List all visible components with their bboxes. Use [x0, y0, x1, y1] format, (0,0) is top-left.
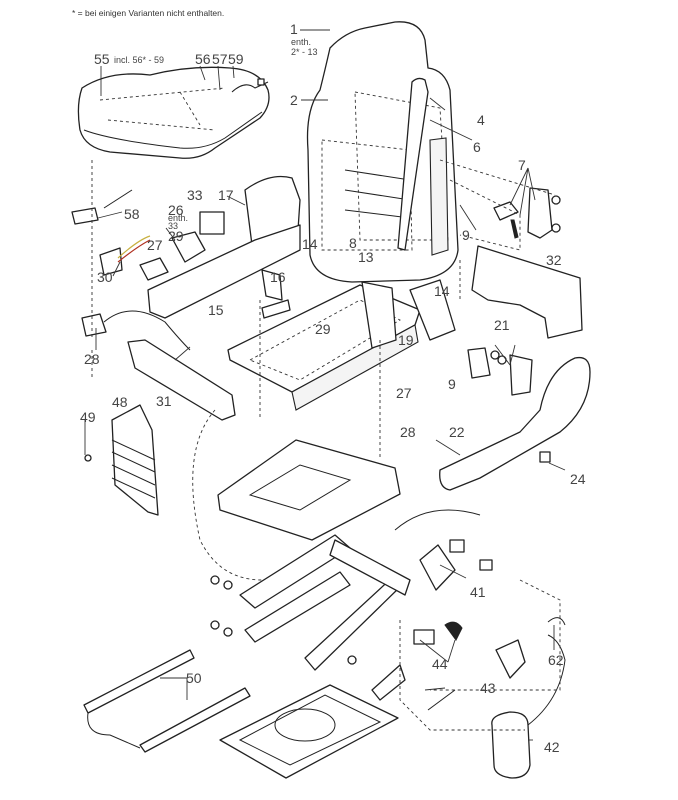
label-28-right: 28 [400, 424, 416, 440]
compressor-part [491, 617, 566, 779]
variant-footnote: * = bei einigen Varianten nicht enthalte… [72, 8, 225, 18]
label-9-upper: 9 [462, 227, 470, 243]
label-27-lower: 27 [396, 385, 412, 401]
label-27-upper: 27 [147, 237, 163, 253]
label-24: 24 [570, 471, 586, 487]
label-41: 41 [470, 584, 486, 600]
label-7: 7 [518, 157, 526, 173]
label-33: 33 [187, 187, 203, 203]
label-29-lower: 29 [315, 321, 331, 337]
scissor-mechanism-part [210, 534, 411, 671]
label-1-note-line1: enth. [291, 37, 312, 47]
label-26: 26 [168, 202, 184, 218]
recliner-mechanism-part [439, 159, 561, 251]
seat-cushion-part [77, 66, 270, 159]
label-55-note: incl. 56* - 59 [114, 55, 165, 65]
shock-absorber-part [394, 509, 493, 591]
label-59: 59 [228, 51, 244, 67]
label-26-note-line1: enth. [168, 213, 189, 223]
label-15: 15 [208, 302, 224, 318]
right-panel-part [471, 245, 583, 339]
label-30: 30 [97, 269, 113, 285]
label-2: 2 [290, 92, 298, 108]
label-56: 56 [195, 51, 211, 67]
hinge-part [467, 347, 533, 396]
seat-frame-part [227, 269, 456, 411]
label-49: 49 [80, 409, 96, 425]
left-console-part [71, 189, 301, 351]
label-6: 6 [473, 139, 481, 155]
label-4: 4 [477, 112, 485, 128]
label-16: 16 [270, 269, 286, 285]
label-48: 48 [112, 394, 128, 410]
label-1: 1 [290, 21, 298, 37]
label-50: 50 [186, 670, 202, 686]
label-14-right: 14 [434, 283, 450, 299]
label-19: 19 [398, 332, 414, 348]
upper-plate-part [192, 409, 401, 581]
base-plate-part [219, 684, 399, 779]
label-31: 31 [156, 393, 172, 409]
label-9-lower: 9 [448, 376, 456, 392]
label-21: 21 [494, 317, 510, 333]
label-29-upper: 29 [168, 228, 184, 244]
label-8: 8 [349, 235, 357, 251]
label-32: 32 [546, 252, 562, 268]
bellows-part [84, 404, 159, 516]
right-cover-part [439, 356, 591, 491]
label-26-note-line2: 33 [168, 221, 179, 231]
leader-lines [84, 29, 566, 741]
label-17: 17 [218, 187, 234, 203]
label-58: 58 [124, 206, 140, 222]
label-1-note-line2: 2* - 13 [291, 47, 318, 57]
label-42: 42 [544, 739, 560, 755]
label-22: 22 [449, 424, 465, 440]
rails-part [83, 649, 251, 753]
label-44: 44 [432, 656, 448, 672]
label-43: 43 [480, 680, 496, 696]
label-57: 57 [212, 51, 228, 67]
label-13: 13 [358, 249, 374, 265]
front-cover-part [127, 339, 236, 421]
backrest-part [306, 21, 459, 283]
label-55: 55 [94, 51, 110, 67]
valve-part [371, 621, 526, 711]
label-62: 62 [548, 652, 564, 668]
label-28-left: 28 [84, 351, 100, 367]
label-14-left: 14 [302, 236, 318, 252]
